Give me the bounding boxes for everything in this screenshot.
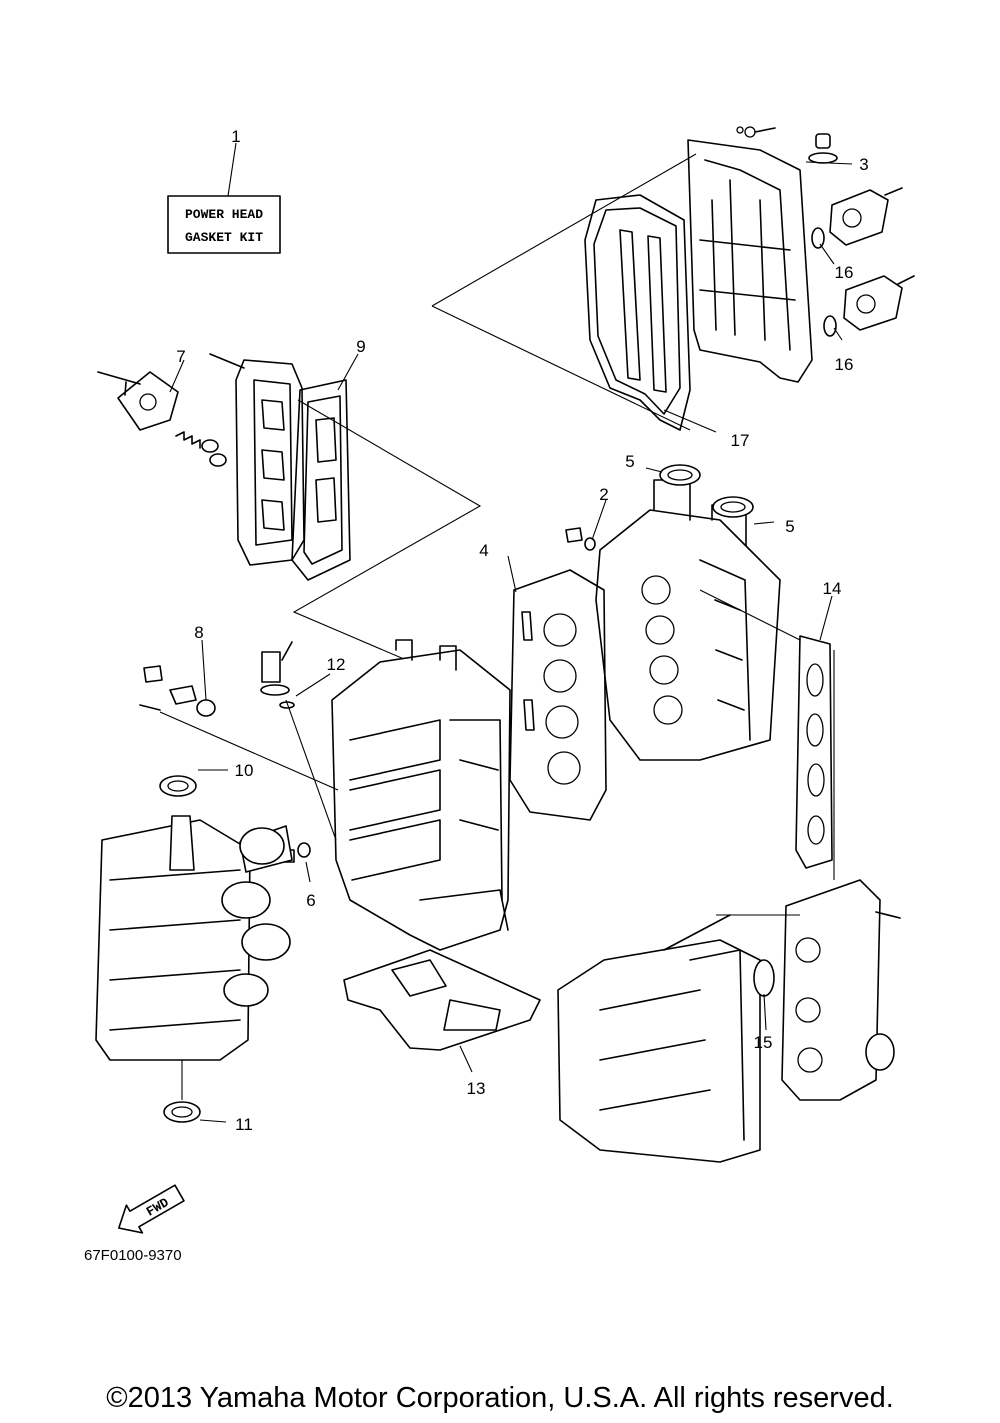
callout-16a: 16	[835, 263, 854, 282]
cylinder-head	[595, 479, 781, 761]
exhaust-cover-gasket	[291, 379, 501, 701]
callout-9: 9	[356, 337, 365, 356]
callout-5a: 5	[625, 452, 634, 471]
callout-15: 15	[754, 1033, 773, 1052]
callout-12: 12	[327, 655, 346, 674]
throttle-body	[663, 879, 901, 1101]
callout-7: 7	[176, 347, 185, 366]
callout-1: 1	[231, 127, 240, 146]
upper-casing-gasket	[343, 949, 541, 1051]
callout-14: 14	[823, 579, 842, 598]
oil-seal-upper-a	[659, 464, 701, 486]
callout-6: 6	[306, 891, 315, 910]
head-cover-gasket	[431, 153, 697, 431]
thermostat-cover	[97, 371, 227, 467]
oil-seal-top	[159, 775, 197, 797]
callout-8: 8	[194, 623, 203, 642]
diagram-code: 67F0100-9370	[84, 1247, 182, 1264]
callout-numbers: 1 2 3 4 5 5 6 7 8 9 10 11 12 13 14 15 16…	[176, 127, 868, 1134]
cylinder-block	[331, 639, 511, 951]
manifold-gasket	[699, 589, 835, 880]
copyright-notice: ©2013 Yamaha Motor Corporation, U.S.A. A…	[106, 1382, 894, 1414]
oil-separator-lower	[823, 275, 915, 337]
kit-label-line2: GASKET KIT	[185, 230, 263, 245]
water-temp-sensor	[260, 641, 295, 709]
callout-10: 10	[235, 761, 254, 780]
callout-4: 4	[479, 541, 488, 560]
power-head-gasket-kit-label: POWER HEAD GASKET KIT	[167, 142, 281, 254]
callout-17: 17	[731, 431, 750, 450]
cylinder-head-gasket	[509, 569, 607, 821]
oil-seal-upper-b	[712, 496, 754, 518]
oil-separator-upper	[811, 187, 903, 249]
oil-seal-bottom	[163, 1060, 201, 1123]
cylinder-head-cover	[687, 126, 813, 383]
callout-13: 13	[467, 1079, 486, 1098]
fwd-arrow-icon: FWD	[118, 1184, 185, 1234]
callout-3: 3	[859, 155, 868, 174]
intake-manifold	[557, 939, 761, 1163]
oil-filler-cap	[808, 133, 838, 164]
callout-2: 2	[599, 485, 608, 504]
block-guide-lines	[159, 699, 339, 841]
callout-16b: 16	[835, 355, 854, 374]
kit-label-line1: POWER HEAD	[185, 207, 263, 222]
callout-11: 11	[235, 1115, 253, 1134]
sensor-bolt	[565, 527, 596, 551]
callout-5b: 5	[785, 517, 794, 536]
callout-leaders	[169, 161, 853, 1123]
crankcase-crankshaft	[95, 815, 293, 1061]
